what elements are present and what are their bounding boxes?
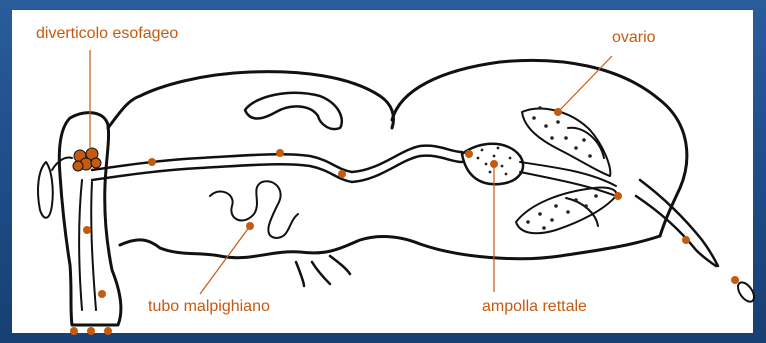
leg-1 [296, 262, 304, 286]
leg-2 [312, 262, 330, 284]
texture-dots [477, 106, 598, 230]
pharynx-tube-right [91, 182, 96, 310]
leader-tubo [200, 226, 250, 294]
malpighian-tube [210, 181, 298, 238]
marker-egg [731, 276, 739, 284]
label-ovario: ovario [612, 29, 656, 47]
pharynx-tube-left [79, 180, 82, 310]
label-diverticolo-esofageo: diverticolo esofageo [36, 25, 178, 43]
gut-tube-lower [92, 156, 462, 182]
marker-head-2 [98, 290, 106, 298]
marker-gut-1 [148, 158, 156, 166]
marker-head-5 [104, 327, 112, 335]
ovary-lower-outline [516, 187, 616, 233]
antenna-stalk [52, 158, 72, 171]
diverticulum-cluster [73, 148, 101, 171]
ovipositor-lower [636, 196, 716, 266]
marker-head-4 [87, 327, 95, 335]
label-ampolla-rettale: ampolla rettale [482, 298, 587, 316]
thorax-fold [245, 93, 342, 129]
marker-oviduct [614, 192, 622, 200]
egg-outline [735, 280, 757, 305]
marker-head-3 [70, 327, 78, 335]
label-tubo-malpighiano: tubo malpighiano [148, 298, 270, 316]
abdomen-outline [392, 60, 687, 236]
thorax-outline [108, 72, 394, 128]
marker-ampolla-center [490, 160, 498, 168]
marker-head-1 [83, 226, 91, 234]
marker-gut-3 [338, 170, 346, 178]
marker-ampolla [465, 150, 473, 158]
ovary-lower-tail [566, 198, 598, 226]
marker-gut-2 [276, 149, 284, 157]
marker-ovary [554, 108, 562, 116]
abdomen-underside [120, 236, 660, 259]
antenna-outline [38, 162, 53, 218]
leg-3 [330, 256, 350, 274]
gut-tube-upper [92, 146, 462, 172]
marker-ovipositor [682, 236, 690, 244]
marker-malpighian [246, 222, 254, 230]
